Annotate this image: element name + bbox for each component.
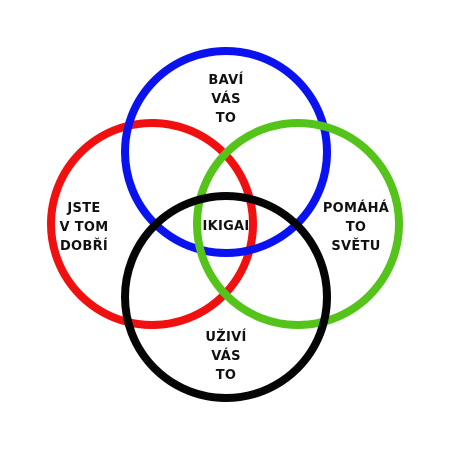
label-good-at-line-1: JSTE xyxy=(66,201,100,216)
circle-good-at xyxy=(47,119,257,329)
circle-paid-for xyxy=(121,192,331,402)
label-love-line-2: VÁS xyxy=(211,91,241,107)
label-paid-for: UŽIVÍ VÁS TO xyxy=(205,329,246,383)
label-world-needs-line-3: SVĚTU xyxy=(331,238,380,254)
label-love-line-1: BAVÍ xyxy=(208,72,243,88)
center-label-ikigai: IKIGAI xyxy=(202,219,249,234)
label-good-at-line-2: V TOM xyxy=(60,220,109,235)
label-good-at: JSTE V TOM DOBŘÍ xyxy=(60,201,109,254)
label-paid-for-line-2: VÁS xyxy=(211,348,241,364)
circle-world-needs xyxy=(193,119,403,329)
label-love: BAVÍ VÁS TO xyxy=(208,72,243,126)
label-world-needs: POMÁHÁ TO SVĚTU xyxy=(323,200,389,254)
label-love-line-3: TO xyxy=(216,111,237,126)
label-world-needs-line-2: TO xyxy=(346,220,367,235)
label-paid-for-line-1: UŽIVÍ xyxy=(205,329,246,345)
label-good-at-line-3: DOBŘÍ xyxy=(60,238,108,254)
circle-love xyxy=(121,47,331,257)
label-world-needs-line-1: POMÁHÁ xyxy=(323,200,389,216)
label-paid-for-line-3: TO xyxy=(216,368,237,383)
